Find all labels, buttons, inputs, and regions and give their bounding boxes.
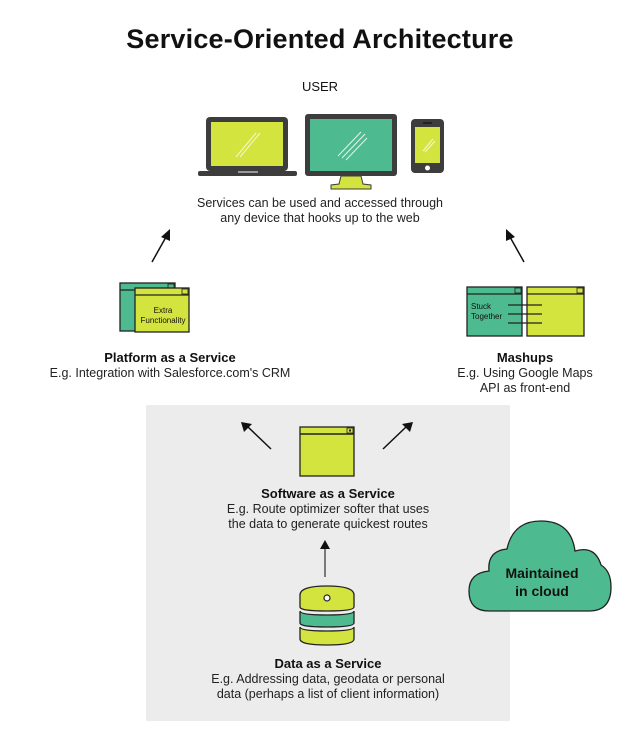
- user-caption-line1: Services can be used and accessed throug…: [197, 196, 443, 210]
- mashups-icon-label-line1: Stuck: [471, 302, 492, 311]
- cloud-label-line1: Maintained: [505, 565, 579, 581]
- cloud-icon: [468, 520, 612, 612]
- cloud-label-line2: in cloud: [515, 583, 569, 599]
- saas-caption-line2: the data to generate quickest routes: [228, 517, 428, 531]
- mashups-icon-label-line2: Together: [471, 312, 503, 321]
- arrow-daas-to-saas: [320, 540, 330, 577]
- daas-caption-line1: E.g. Addressing data, geodata or persona…: [211, 672, 445, 686]
- daas-caption: E.g. Addressing data, geodata or persona…: [146, 672, 510, 702]
- mashups-caption-line1: E.g. Using Google Maps: [457, 366, 593, 380]
- cloud-label: Maintained in cloud: [487, 564, 597, 600]
- user-caption: Services can be used and accessed throug…: [120, 196, 520, 226]
- paas-heading: Platform as a Service: [104, 350, 236, 365]
- mashups-heading: Mashups: [496, 350, 554, 365]
- paas-window-icon: [119, 282, 190, 333]
- arrow-paas-to-user: [151, 229, 170, 263]
- saas-caption: E.g. Route optimizer softer that uses th…: [146, 502, 510, 532]
- mashups-caption: E.g. Using Google Maps API as front-end: [420, 366, 630, 396]
- paas-icon-label-line2: Functionality: [140, 316, 186, 325]
- saas-caption-line1: E.g. Route optimizer softer that uses: [226, 502, 430, 516]
- user-label: USER: [301, 79, 339, 94]
- daas-heading: Data as a Service: [274, 656, 382, 671]
- arrow-saas-to-paas: [241, 422, 272, 450]
- paas-icon-label-line1: Extra: [153, 306, 173, 315]
- page-title: Service-Oriented Architecture: [126, 24, 514, 54]
- mashups-caption-line2: API as front-end: [479, 381, 571, 395]
- daas-caption-line2: data (perhaps a list of client informati…: [216, 687, 440, 701]
- arrow-saas-to-mashups: [382, 422, 413, 450]
- paas-caption: E.g. Integration with Salesforce.com's C…: [49, 366, 291, 380]
- paas-icon-label: Extra Functionality: [135, 306, 191, 326]
- monitor-icon: [305, 114, 397, 190]
- mashups-icon-label: Stuck Together: [471, 302, 502, 322]
- user-caption-line2: any device that hooks up to the web: [220, 211, 420, 225]
- saas-window-icon: [299, 426, 355, 477]
- laptop-icon: [198, 117, 297, 176]
- arrow-mashups-to-user: [506, 229, 525, 263]
- phone-icon: [411, 119, 444, 173]
- database-icon: [299, 585, 355, 646]
- saas-heading: Software as a Service: [261, 486, 395, 501]
- mashups-windows-icon: [466, 286, 585, 337]
